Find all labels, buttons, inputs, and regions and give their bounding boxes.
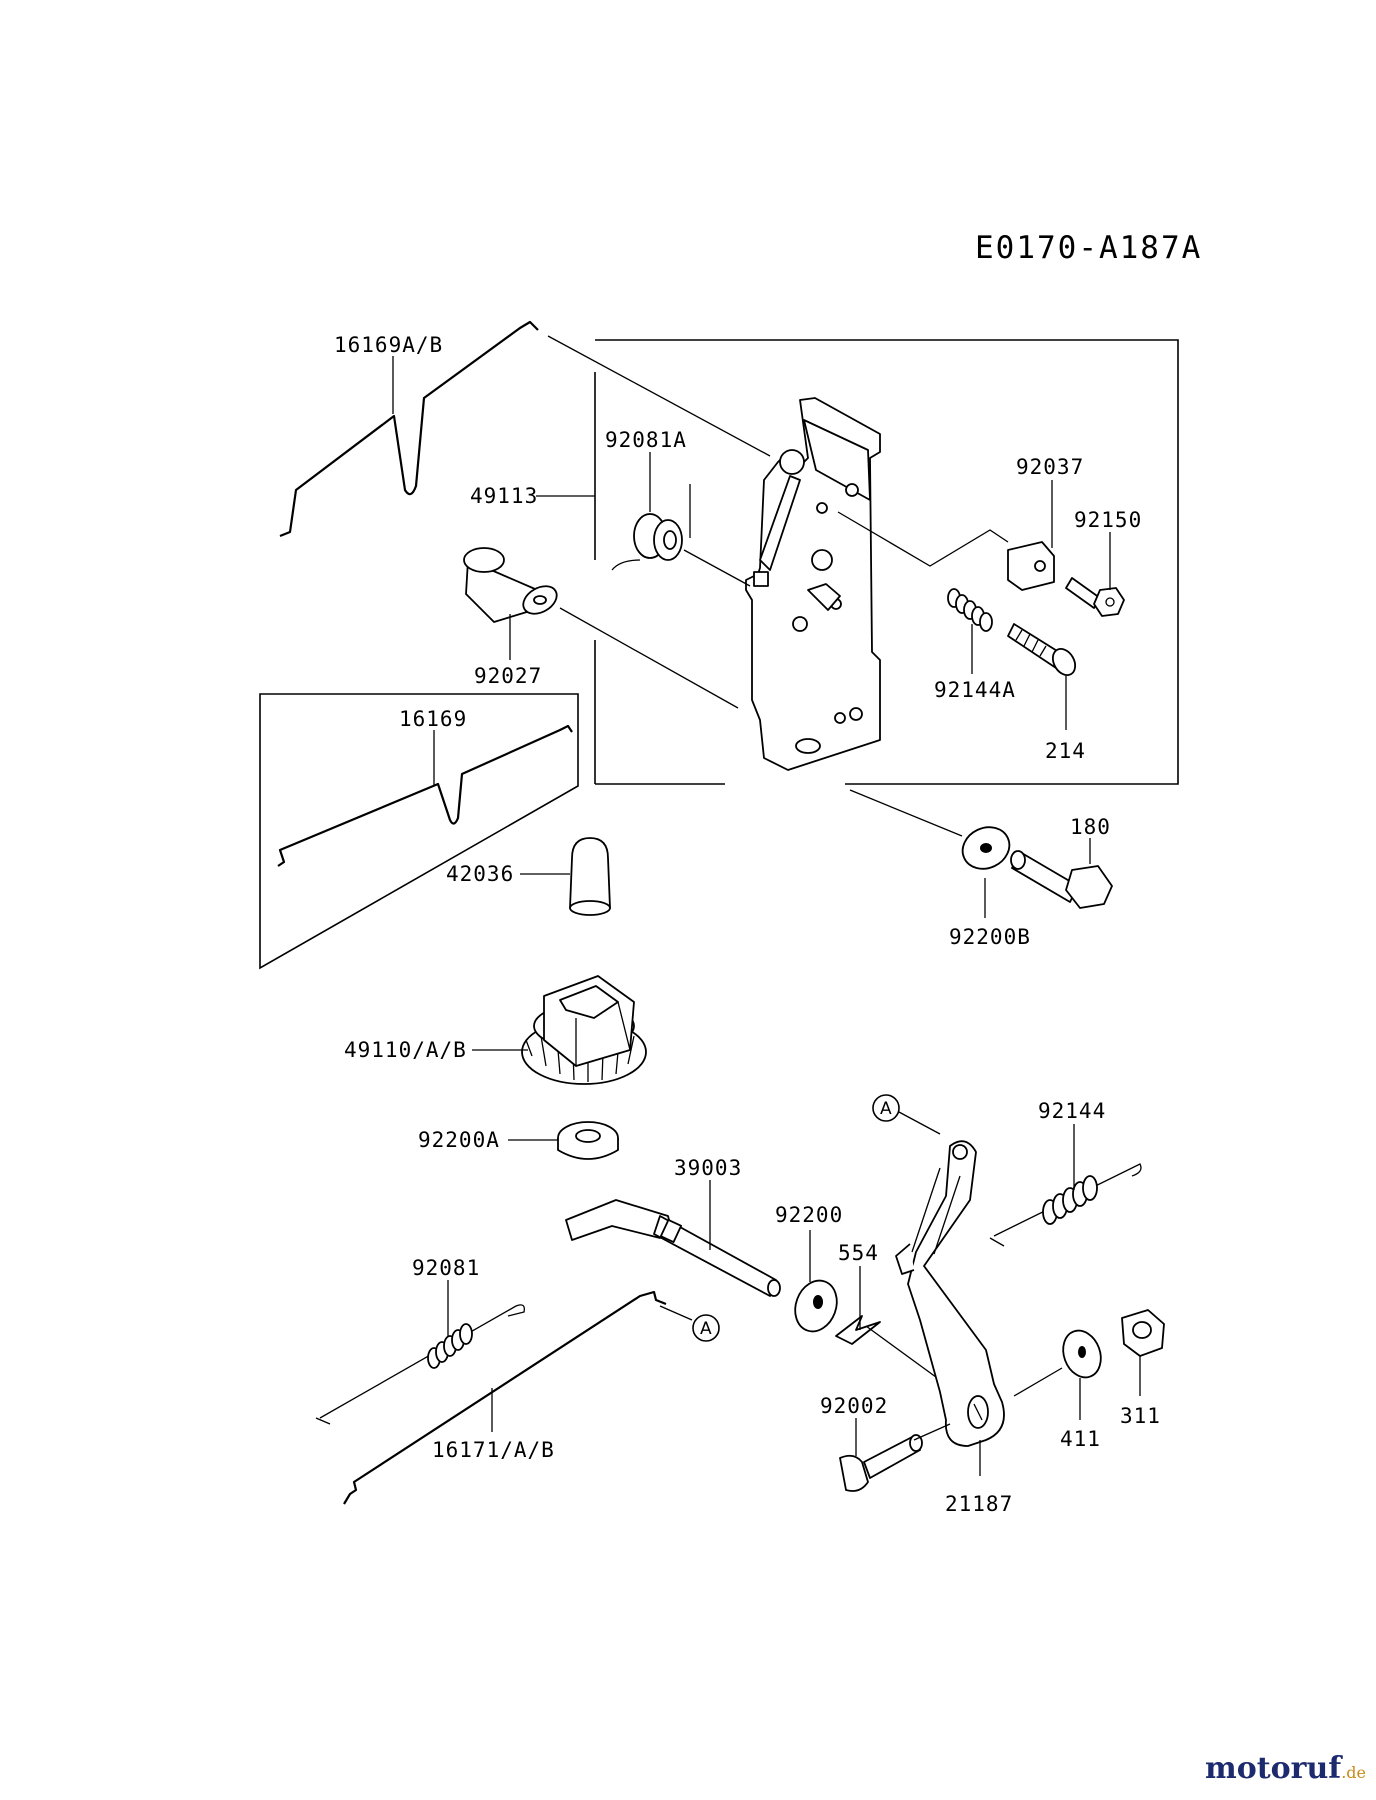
label-180: 180 xyxy=(1070,815,1111,839)
link-rod-16169 xyxy=(277,724,573,867)
label-92144a: 92144A xyxy=(934,678,1016,702)
label-92027: 92027 xyxy=(474,664,542,688)
label-16169: 16169 xyxy=(399,707,467,731)
watermark-suffix: .de xyxy=(1341,1763,1366,1782)
ref-letter-a-top: A xyxy=(880,1099,892,1119)
spring-92081a xyxy=(611,513,751,587)
washer-92200b xyxy=(849,789,1011,870)
label-49110ab: 49110/A/B xyxy=(344,1038,467,1062)
label-92150: 92150 xyxy=(1074,508,1142,532)
spring-92081 xyxy=(315,1304,525,1425)
label-92200a: 92200A xyxy=(418,1128,500,1152)
spring-92144a xyxy=(947,588,993,632)
alt-link-rod-box xyxy=(259,693,579,970)
label-214: 214 xyxy=(1045,739,1086,763)
diagram-code: E0170-A187A xyxy=(975,230,1202,266)
label-16169ab: 16169A/B xyxy=(334,333,443,357)
gear-49110ab xyxy=(521,975,647,1085)
bolt-180 xyxy=(1010,850,1113,909)
governor-plate-assembly-box xyxy=(594,339,1179,785)
watermark-logo: motoruf.de xyxy=(1205,1751,1366,1786)
label-311: 311 xyxy=(1120,1404,1161,1428)
clamp-92037 xyxy=(837,511,1055,591)
label-92081: 92081 xyxy=(412,1256,480,1280)
nut-311 xyxy=(1121,1309,1165,1357)
label-92081a: 92081A xyxy=(605,428,687,452)
label-554: 554 xyxy=(838,1241,879,1265)
governor-plate-49113 xyxy=(745,397,881,771)
bolt-92150 xyxy=(1065,577,1125,617)
ref-letter-a-bottom: A xyxy=(700,1319,712,1339)
washer-92200 xyxy=(794,1279,838,1333)
label-92144: 92144 xyxy=(1038,1099,1106,1123)
link-rod-16169ab xyxy=(279,320,771,538)
bolt-92002 xyxy=(839,1423,951,1492)
label-16171ab: 16171/A/B xyxy=(432,1438,555,1462)
label-411: 411 xyxy=(1060,1427,1101,1451)
screw-214 xyxy=(1007,623,1077,677)
pin-42036 xyxy=(569,837,611,916)
lever-21187 xyxy=(895,1140,1005,1447)
label-39003: 39003 xyxy=(674,1156,742,1180)
label-92037: 92037 xyxy=(1016,455,1084,479)
clip-554 xyxy=(835,1315,941,1381)
spring-92144 xyxy=(989,1163,1142,1247)
washer-411 xyxy=(1013,1329,1102,1397)
ref-marker-a-bottom: A xyxy=(659,1305,720,1342)
label-21187: 21187 xyxy=(945,1492,1013,1516)
watermark-main: motoruf xyxy=(1205,1751,1342,1786)
washer-92200a xyxy=(557,1121,619,1160)
link-rod-16171ab xyxy=(343,1290,667,1505)
shaft-39003 xyxy=(565,1199,781,1297)
collar-92027 xyxy=(463,547,739,709)
label-92200b: 92200B xyxy=(949,925,1031,949)
label-92002: 92002 xyxy=(820,1394,888,1418)
label-92200: 92200 xyxy=(775,1203,843,1227)
ref-marker-a-top: A xyxy=(872,1094,941,1135)
label-49113: 49113 xyxy=(470,484,538,508)
label-42036: 42036 xyxy=(446,862,514,886)
